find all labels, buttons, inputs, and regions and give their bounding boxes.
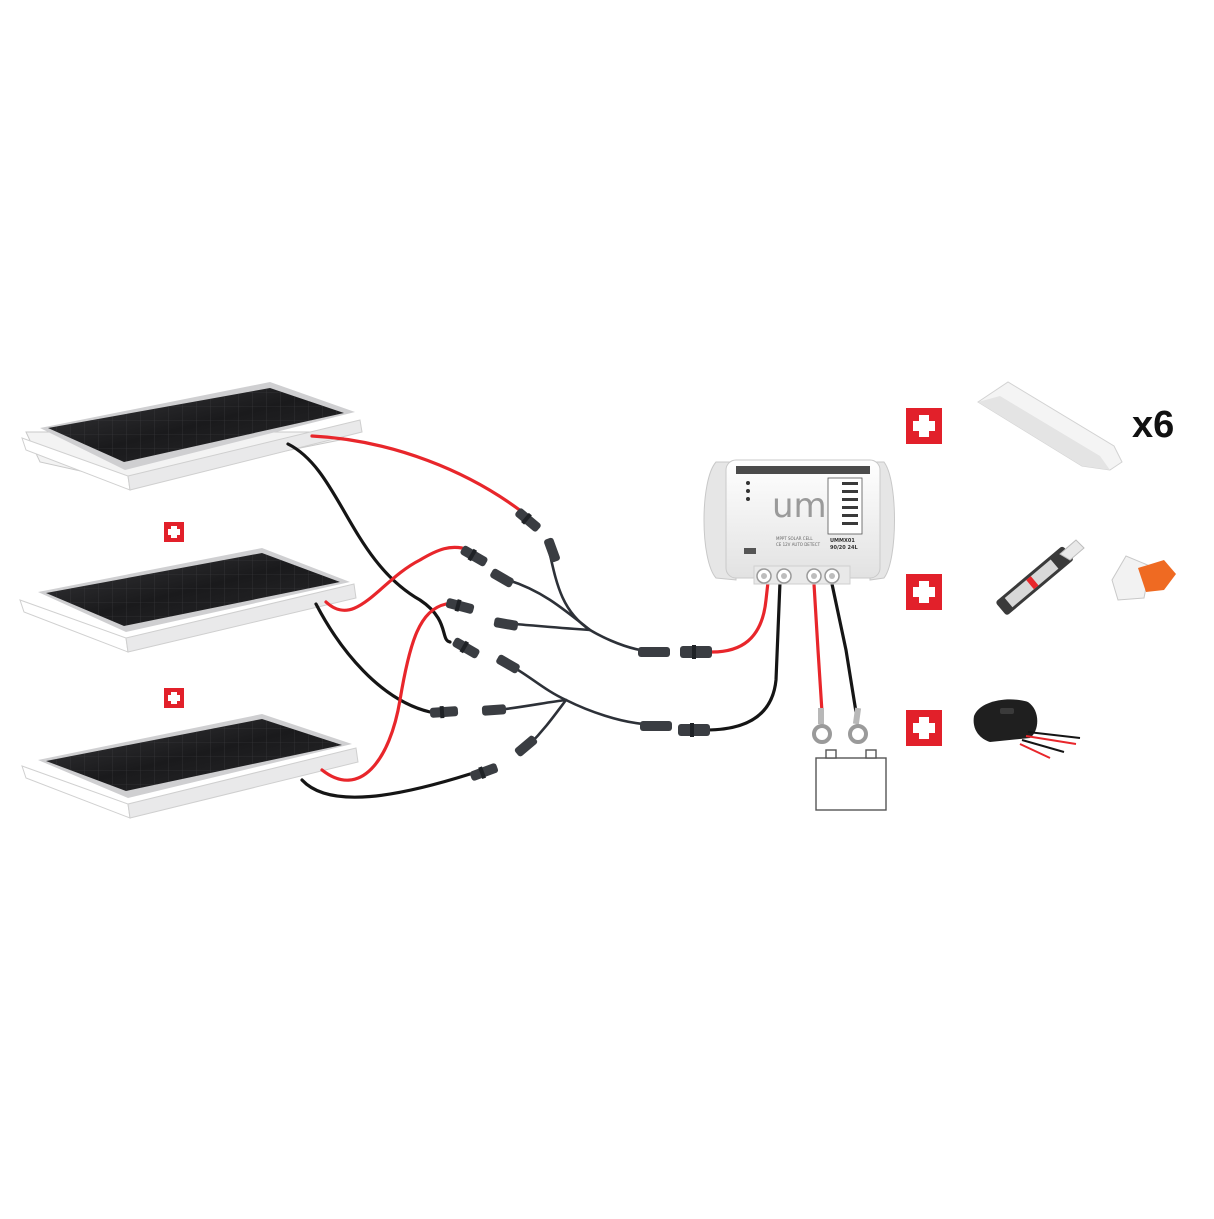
plus-icon — [906, 574, 942, 610]
controller-line2: CE 12V AUTO DETECT — [776, 542, 821, 547]
bracket-quantity-label: x6 — [1132, 404, 1175, 446]
mounting-bracket-icon — [977, 381, 1123, 471]
controller-terminals — [753, 565, 851, 585]
controller-rating: 90/20 24L — [830, 545, 858, 551]
wire-panel-1-positive — [310, 434, 532, 520]
solar-panel-3 — [21, 714, 359, 819]
wiring — [286, 434, 858, 799]
controller-logo: um — [772, 486, 827, 526]
wire-panel-3-negative — [300, 772, 472, 799]
wire-panel-1-negative — [286, 442, 452, 644]
plus-icon — [906, 408, 942, 444]
wire-panel-2-positive — [324, 545, 464, 612]
plus-icon — [164, 522, 184, 542]
plus-icon — [164, 688, 184, 708]
ring-terminals — [812, 707, 868, 744]
wire-to-controller-positive — [710, 580, 770, 654]
cable-entry-gland-icon — [1111, 555, 1176, 601]
wire-to-battery-negative — [830, 582, 858, 714]
controller-line1: MPPT SOLAR CELL — [776, 536, 813, 541]
solar-panel-1 — [21, 382, 363, 491]
battery-icon — [815, 749, 887, 811]
wire-panel-3-positive — [320, 602, 448, 782]
wire-to-battery-positive — [812, 582, 824, 714]
mc4-connectors — [429, 508, 712, 781]
plus-icon — [906, 710, 942, 746]
adhesive-tube-icon — [996, 539, 1085, 615]
wire-to-controller-negative — [704, 580, 782, 732]
solar-panel-2 — [19, 548, 357, 653]
charge-controller: um UMMX01 90/20 24L MPPT SOLAR CELL CE 1… — [703, 459, 895, 585]
controller-model: UMMX01 — [830, 538, 855, 544]
wire-panel-2-negative — [314, 602, 432, 714]
roof-cable-box-icon — [973, 699, 1081, 759]
